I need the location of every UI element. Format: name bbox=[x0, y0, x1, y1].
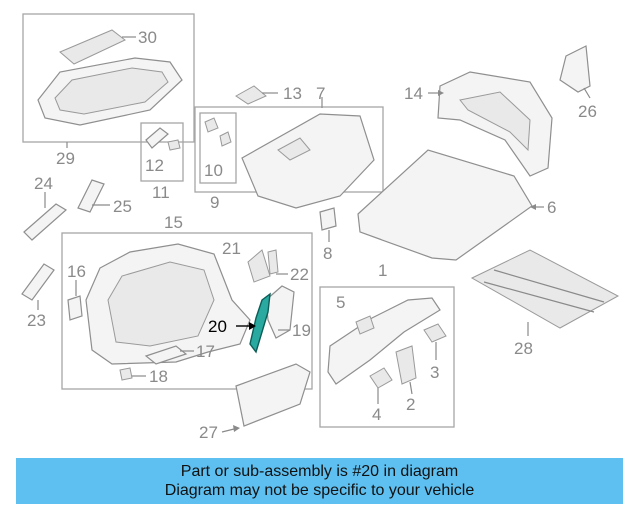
callout-12: 12 bbox=[145, 156, 164, 175]
callout-30: 30 bbox=[138, 28, 157, 47]
part-3 bbox=[423, 323, 447, 343]
part-13 bbox=[235, 85, 267, 105]
callout-14: 14 bbox=[404, 84, 423, 103]
part-4 bbox=[369, 367, 393, 389]
callout-23: 23 bbox=[27, 311, 46, 330]
callout-20: 20 bbox=[208, 317, 227, 336]
part-16 bbox=[67, 295, 83, 321]
group-box-11 bbox=[140, 122, 184, 182]
leader-27-tip bbox=[233, 425, 240, 432]
banner-line-2: Diagram may not be specific to your vehi… bbox=[164, 482, 475, 499]
part-15-inner bbox=[107, 261, 215, 347]
part-29-tray-inner bbox=[54, 67, 169, 115]
callout-18: 18 bbox=[149, 367, 168, 386]
part-14-inner bbox=[459, 91, 531, 152]
part-27 bbox=[235, 363, 311, 427]
leader-26 bbox=[583, 87, 591, 99]
part-28-bar-b bbox=[493, 269, 605, 303]
callout-19: 19 bbox=[292, 321, 311, 340]
part-10-clip bbox=[204, 117, 219, 133]
part-30-bracket bbox=[59, 29, 126, 65]
part-28-bar-a bbox=[483, 281, 595, 313]
part-12 bbox=[145, 127, 169, 149]
callout-25: 25 bbox=[113, 197, 132, 216]
callout-3: 3 bbox=[430, 363, 439, 382]
part-20-highlighted bbox=[249, 292, 271, 354]
leader-14-tip bbox=[438, 90, 444, 96]
callout-7: 7 bbox=[316, 84, 325, 103]
callout-16: 16 bbox=[67, 262, 86, 281]
part-22 bbox=[267, 249, 279, 275]
group-box-29 bbox=[22, 13, 195, 143]
callout-6: 6 bbox=[547, 198, 556, 217]
group-box-15 bbox=[61, 232, 313, 390]
callout-26: 26 bbox=[578, 102, 597, 121]
part-7-trim-detail bbox=[277, 137, 311, 161]
part-17 bbox=[144, 345, 188, 365]
group-box-10 bbox=[199, 112, 237, 184]
callout-22: 22 bbox=[290, 265, 309, 284]
callout-5: 5 bbox=[336, 293, 345, 312]
part-12-clip bbox=[167, 139, 181, 151]
callout-28: 28 bbox=[514, 339, 533, 358]
callout-15: 15 bbox=[164, 213, 183, 232]
callout-11: 11 bbox=[152, 183, 170, 202]
group-box-1 bbox=[319, 286, 455, 428]
part-10-clip-b bbox=[219, 131, 232, 147]
part-1-sill-trim bbox=[327, 297, 441, 385]
part-26 bbox=[559, 45, 591, 93]
banner-line-1: Part or sub-assembly is #20 in diagram bbox=[180, 463, 459, 480]
callout-29: 29 bbox=[56, 149, 75, 168]
callout-4: 4 bbox=[372, 405, 381, 424]
callout-10: 10 bbox=[204, 161, 223, 180]
callout-24: 24 bbox=[34, 174, 53, 193]
part-21 bbox=[247, 249, 271, 283]
part-5 bbox=[355, 315, 375, 335]
part-18 bbox=[119, 367, 133, 381]
callout-2: 2 bbox=[406, 395, 415, 414]
leader-6-tip bbox=[530, 204, 536, 210]
leader-20-tip bbox=[249, 322, 256, 330]
callout-21: 21 bbox=[222, 239, 241, 258]
callout-13: 13 bbox=[283, 84, 302, 103]
part-25 bbox=[77, 179, 105, 213]
part-8 bbox=[319, 207, 337, 231]
callout-1: 1 bbox=[378, 261, 387, 280]
info-banner: Part or sub-assembly is #20 in diagram D… bbox=[16, 458, 623, 504]
part-24 bbox=[23, 203, 68, 241]
callout-17: 17 bbox=[196, 342, 215, 361]
callout-27: 27 bbox=[199, 423, 218, 442]
callout-9: 9 bbox=[210, 193, 219, 212]
part-7-trunk-trim bbox=[241, 113, 375, 209]
part-28-cargo-net bbox=[470, 249, 620, 329]
callout-8: 8 bbox=[323, 244, 332, 263]
part-23 bbox=[21, 263, 55, 301]
part-2 bbox=[395, 345, 417, 385]
part-6-trunk-mat bbox=[357, 149, 533, 261]
leader-2 bbox=[409, 381, 413, 395]
